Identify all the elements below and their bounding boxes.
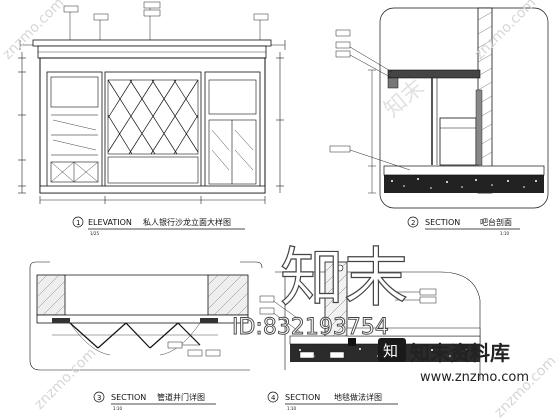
diag-watermark-3: znzmo.com [32,345,100,413]
brand-url: www.znzmo.com [420,370,529,385]
bar-section-index: 2 [411,219,415,227]
watermark-big-text: 知末 [280,242,408,316]
brand-name: 知末资料库 [410,341,510,365]
shaft-door-title-block: 3 SECTION 管道井门详图 1:10 [93,391,216,411]
elevation-index: 1 [76,219,80,227]
brand-logo: 知 [378,338,406,362]
shaft-door-kind: SECTION [111,393,146,402]
shaft-door-section-panel [29,261,263,371]
svg-text:知: 知 [383,342,398,360]
elevation-title-block: 1 ELEVATION 私人银行沙龙立面大样图 1/25 [72,216,245,236]
elevation-panel [18,1,286,204]
carpet-section-title: 地毯做法详图 [334,392,382,402]
diag-watermark-5: 知末 [380,75,430,122]
shaft-door-scale: 1:10 [113,406,122,411]
carpet-section-kind: SECTION [285,393,320,402]
carpet-section-title-block: 4 SECTION 地毯做法详图 1:10 [267,391,398,411]
bar-section-panel [329,7,549,209]
bar-section-title-block: 2 SECTION 吧台剖面 1:10 [407,216,520,236]
carpet-section-index: 4 [271,394,276,402]
elevation-scale: 1/25 [90,231,99,236]
elevation-kind: ELEVATION [88,218,132,227]
carpet-section-scale: 1:10 [287,406,296,411]
bar-section-scale: 1:10 [500,231,509,236]
bar-section-title: 吧台剖面 [480,217,512,227]
bar-section-kind: SECTION [425,218,460,227]
shaft-door-title: 管道井门详图 [157,392,205,402]
shaft-door-index: 3 [97,394,101,402]
watermark-id-text: ID:832193754 [232,315,389,340]
elevation-title: 私人银行沙龙立面大样图 [143,217,231,227]
